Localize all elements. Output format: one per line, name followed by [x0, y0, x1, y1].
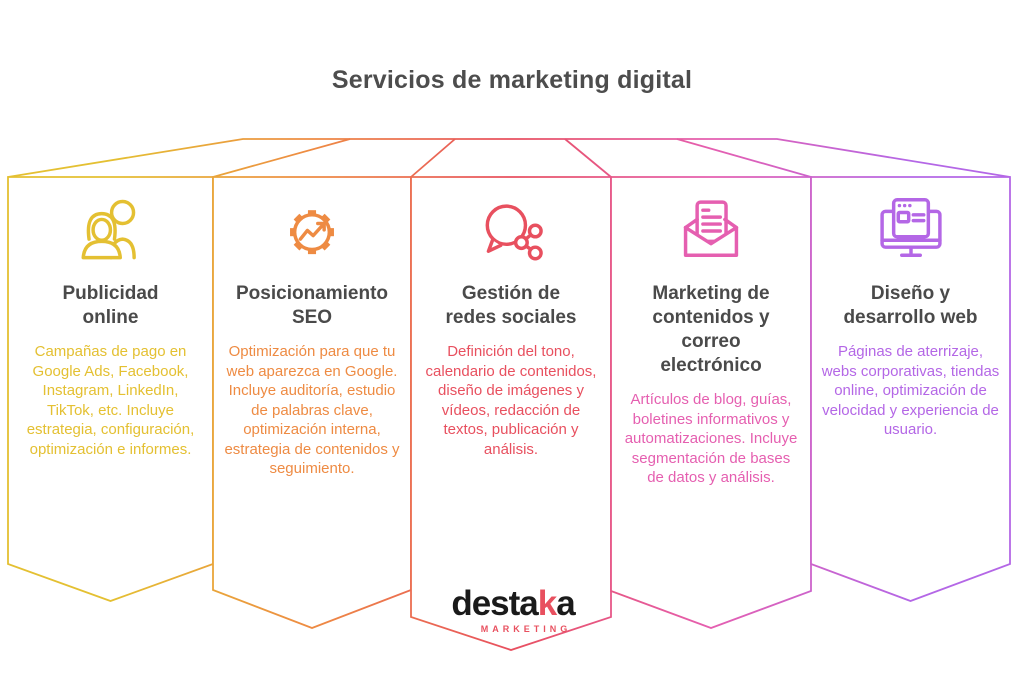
panel-description: Artículos de blog, guías, boletines info…	[624, 391, 798, 486]
roof-fold-2	[212, 138, 351, 178]
social-chat-icon	[474, 194, 548, 268]
panel-gestion-redes-sociales: Gestión de redes sociales Definición del…	[411, 177, 611, 459]
web-design-icon	[874, 194, 948, 268]
ribbon-5	[810, 176, 1011, 602]
panel-title: Publicidad online	[62, 283, 159, 328]
ribbon-1	[7, 176, 214, 602]
panel-title: Gestión de redes sociales	[445, 283, 577, 328]
panel-description: Campañas de pago en Google Ads, Facebook…	[26, 343, 195, 458]
panel-description: Páginas de aterrizaje, webs corporativas…	[821, 343, 1000, 438]
panel-publicidad-online: Publicidad online Campañas de pago en Go…	[8, 177, 213, 459]
ribbon-2	[212, 176, 412, 629]
panel-description: Definición del tono, calendario de conte…	[425, 343, 597, 458]
roof-fold-4	[564, 138, 612, 178]
panel-title: Diseño y desarrollo web	[843, 283, 978, 328]
panel-marketing-contenidos: Marketing de contenidos y correo electró…	[611, 177, 811, 488]
panel-title: Posicionamiento SEO	[236, 283, 389, 328]
panel-posicionamiento-seo: Posicionamiento SEO Optimización para qu…	[213, 177, 411, 479]
roof-fold-3	[410, 138, 456, 178]
panel-description: Optimización para que tu web aparezca en…	[224, 343, 400, 477]
brand-wordmark: destaka	[451, 584, 575, 623]
logo-tagline: MARKETING	[480, 624, 572, 634]
roof-fold-5	[676, 138, 812, 178]
email-content-icon	[674, 194, 748, 268]
panel-title: Marketing de contenidos y correo electró…	[652, 283, 770, 376]
audience-icon	[74, 194, 148, 268]
ribbon-4	[610, 176, 812, 629]
seo-gear-icon	[275, 194, 349, 268]
roof-outline	[7, 138, 1011, 178]
panel-diseno-desarrollo-web: Diseño y desarrollo web Páginas de aterr…	[811, 177, 1010, 440]
brand-accent-letter: k	[537, 584, 557, 623]
ribbon-3	[410, 176, 612, 651]
page-title: Servicios de marketing digital	[331, 66, 693, 94]
brand-logo: destaka MARKETING	[438, 586, 588, 634]
